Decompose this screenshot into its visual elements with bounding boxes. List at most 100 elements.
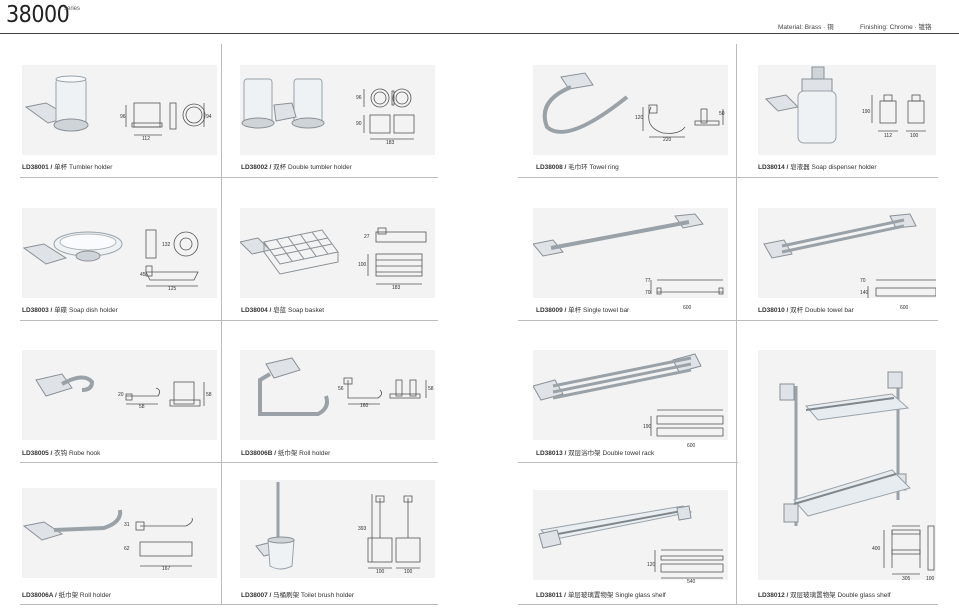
dimension-label: 183 [386, 140, 395, 146]
double-towel-rack-illustration [533, 353, 724, 437]
product-name: 皂蓝 Soap basket [273, 307, 325, 314]
product-caption: LD38006A / 纸巾架 Roll holder [22, 589, 111, 599]
product-code: LD38005 / [22, 450, 53, 457]
product-code: LD38001 / [22, 164, 53, 171]
finishing-label: Finishing: Chrome · 镀铬 [860, 24, 932, 31]
dimension-label: 600 [900, 305, 909, 311]
roll-holder-illustration [22, 509, 193, 567]
dimension-label: 96 [356, 95, 362, 101]
row-rule [518, 177, 938, 178]
row-rule [518, 462, 738, 463]
product-card: 600 77 70 [533, 208, 728, 311]
product-name: 皂液器 Soap dispenser holder [790, 164, 877, 171]
dimension-label: 70 [645, 290, 651, 296]
product-code: LD38012 / [758, 592, 789, 599]
product-caption: LD38008 / 毛巾环 Towel ring [536, 161, 619, 171]
dimension-label: 20 [118, 392, 124, 398]
product-card: 125 132 45 [22, 208, 217, 298]
row-rule [518, 320, 938, 321]
product-caption: LD38009 / 单杆 Single towel bar [536, 304, 629, 314]
dimension-label: 190 [862, 109, 871, 115]
product-code: LD38002 / [241, 164, 272, 171]
product-code: LD38007 / [241, 592, 272, 599]
material-label: Material: Brass · 铜 [778, 24, 834, 31]
row-rule [518, 604, 938, 605]
product-card: 600 190 [533, 350, 728, 449]
towel-ring-illustration [542, 72, 724, 138]
product-code: LD38008 / [536, 164, 567, 171]
dimension-label: 77 [645, 278, 651, 284]
product-caption: LD38011 / 单层玻璃置物架 Single glass shelf [536, 589, 666, 599]
divider-left [221, 44, 222, 604]
product-name: 单碟 Soap dish holder [54, 307, 118, 314]
product-caption: LD38014 / 皂液器 Soap dispenser holder [758, 161, 877, 171]
toilet-brush-holder-illustration [255, 482, 421, 570]
tumbler-holder-illustration [24, 75, 206, 136]
dimension-label: 62 [124, 546, 130, 552]
dimension-label: 58 [206, 392, 212, 398]
single-glass-shelf-illustration [538, 505, 724, 579]
row-rule [20, 177, 438, 178]
dimension-label: 112 [884, 133, 892, 139]
dimension-label: 45 [140, 272, 146, 278]
dimension-label: 96 [120, 114, 126, 120]
roll-holder-illustration [258, 357, 427, 416]
product-card: 160 56 58 [240, 350, 435, 440]
row-rule [20, 604, 438, 605]
product-name: 双杯 Double tumbler holder [273, 164, 352, 171]
dimension-label: 50 [719, 111, 725, 117]
dimension-label: 112 [142, 136, 150, 142]
product-caption: LD38012 / 双层玻璃置物架 Double glass shelf [758, 589, 891, 599]
dimension-label: 220 [663, 137, 672, 143]
dimension-label: 58 [139, 404, 145, 410]
product-caption: LD38006B / 纸巾架 Roll holder [241, 447, 330, 457]
double-glass-shelf-illustration [779, 371, 935, 575]
product-caption: LD38010 / 双杆 Double towel bar [758, 304, 854, 314]
product-card: 58 20 58 [22, 350, 217, 440]
dimension-label: 305 [902, 576, 911, 582]
dimension-label: 120 [647, 562, 656, 568]
dimension-label: 167 [162, 566, 171, 572]
series-label: series [64, 6, 81, 12]
dimension-label: 100 [376, 569, 385, 575]
dimension-label: 94 [206, 114, 212, 120]
product-code: LD38003 / [22, 307, 53, 314]
product-name: 双层玻璃置物架 Double glass shelf [790, 592, 891, 599]
dimension-label: 160 [360, 403, 369, 409]
product-name: 单层玻璃置物架 Single glass shelf [567, 592, 666, 599]
dimension-label: 393 [358, 526, 367, 532]
dimension-label: 100 [404, 569, 413, 575]
product-name: 单杯 Tumbler holder [54, 164, 113, 171]
dimension-label: 600 [683, 305, 692, 311]
dimension-label: 27 [364, 234, 370, 240]
product-code: LD38009 / [536, 307, 567, 314]
product-name: 马桶刷架 Toilet brush holder [273, 592, 355, 599]
product-caption: LD38005 / 衣钩 Robe hook [22, 447, 100, 457]
dimension-label: 400 [872, 546, 881, 552]
dimension-label: 540 [687, 579, 696, 585]
product-caption: LD38003 / 单碟 Soap dish holder [22, 304, 118, 314]
product-card: 112 100 190 [758, 65, 936, 155]
product-card: 305 100 400 [758, 350, 936, 582]
product-name: 单杆 Single towel bar [568, 307, 630, 314]
header-rule [0, 33, 959, 34]
dimension-label: 100 [358, 262, 367, 268]
product-card: 112 96 94 [22, 65, 217, 155]
product-caption: LD38002 / 双杯 Double tumbler holder [241, 161, 352, 171]
product-caption: LD38013 / 双层浴巾架 Double towel rack [536, 447, 654, 457]
dimension-label: 140 [860, 290, 869, 296]
dimension-label: 100 [926, 576, 935, 582]
product-code: LD38014 / [758, 164, 789, 171]
soap-basket-illustration [240, 227, 427, 285]
robe-hook-illustration [35, 373, 205, 407]
dimension-label: 58 [428, 386, 434, 392]
double-towel-bar-illustration [763, 213, 936, 298]
series-number: 38000 [6, 2, 70, 28]
product-code: LD38013 / [536, 450, 567, 457]
dimension-label: 183 [392, 285, 401, 291]
single-towel-bar-illustration [533, 213, 724, 295]
product-code: LD38006A / [22, 592, 57, 599]
product-name: 纸巾架 Roll holder [277, 450, 331, 457]
product-name: 衣钩 Robe hook [54, 450, 101, 457]
dimension-label: 31 [124, 522, 130, 528]
